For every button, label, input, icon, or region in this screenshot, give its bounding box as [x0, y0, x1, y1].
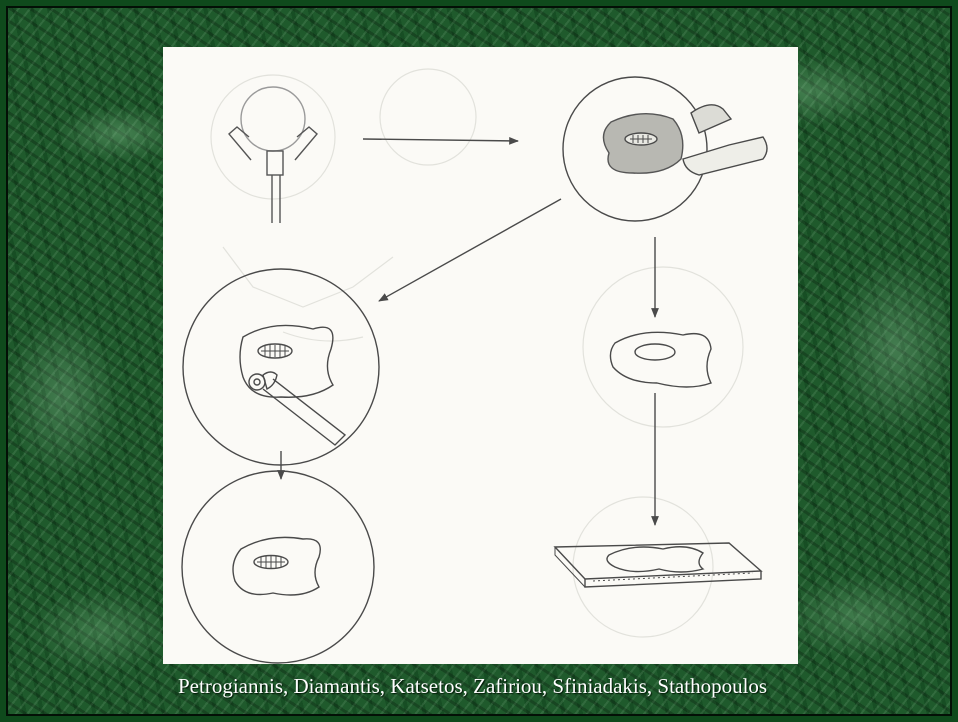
author-credits: Petrogiannis, Diamantis, Katsetos, Zafir…	[178, 674, 954, 699]
adapter-stem-on-globe	[229, 87, 317, 223]
corneal-graft-cut-outline	[182, 471, 374, 663]
arrow-diagonal	[379, 199, 561, 301]
tissue-on-glass-slide	[555, 543, 761, 587]
corneal-tissue-held-by-forceps	[563, 77, 767, 221]
donor-ring-section	[610, 332, 711, 387]
procedure-figure	[163, 47, 798, 664]
